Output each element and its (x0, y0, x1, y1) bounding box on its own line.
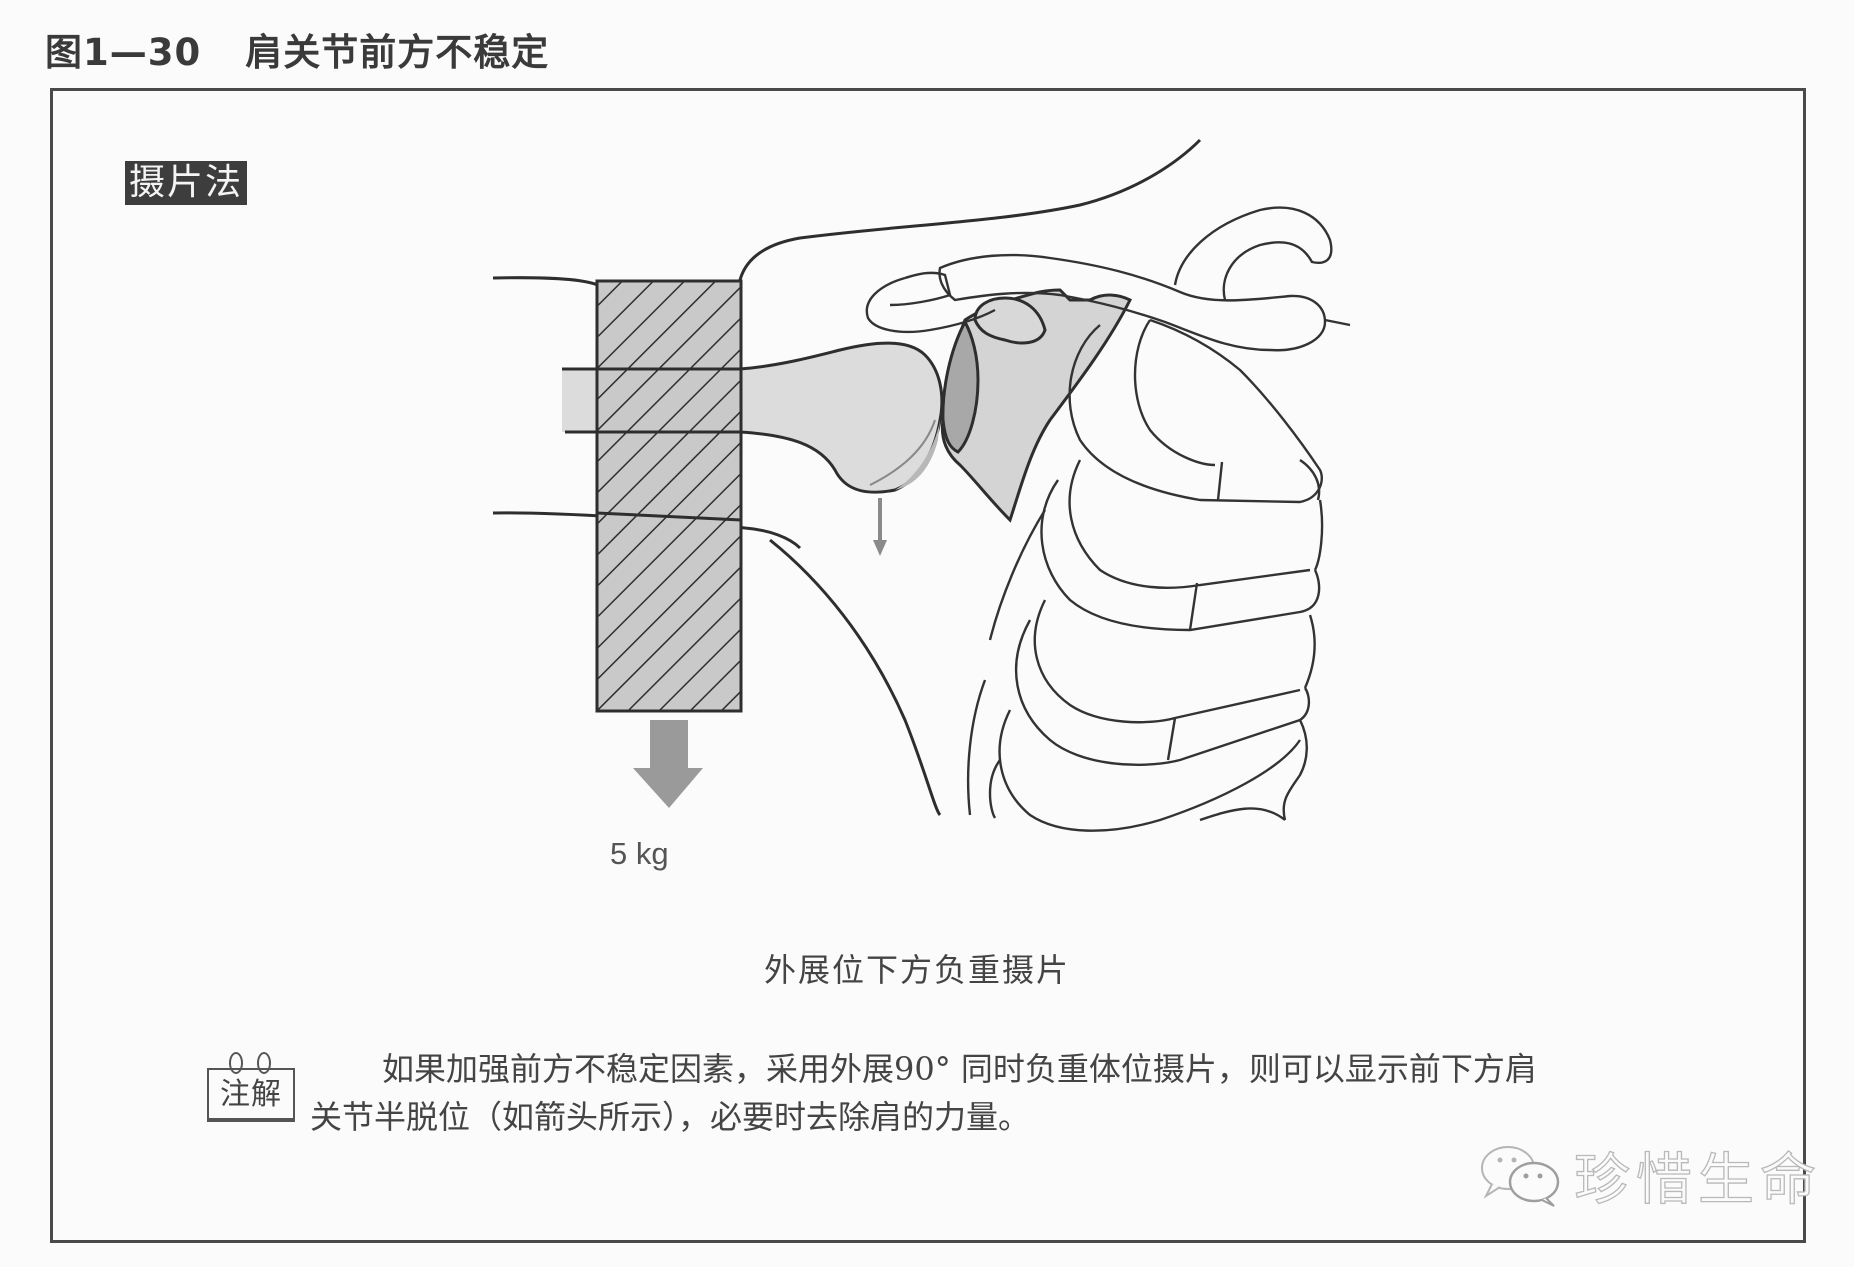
figure-number: 图1—30 (45, 31, 202, 74)
subluxation-arrow-icon (873, 498, 887, 556)
weight-block (595, 279, 743, 713)
note-label: 注解 (207, 1068, 295, 1122)
weight-label: 5 kg (610, 836, 669, 871)
rib-cage (966, 318, 1324, 832)
figure-title-text: 肩关节前方不稳定 (245, 31, 550, 74)
method-badge: 摄片法 (125, 161, 248, 205)
note-text: 如果加强前方不稳定因素，采用外展90° 同时负重体位摄片，则可以显示前下方肩 关… (310, 1045, 1660, 1141)
watermark-text: 珍惜生命 (1573, 1147, 1822, 1213)
figure-title: 图1—30 肩关节前方不稳定 (45, 22, 549, 76)
body-outline (492, 138, 1202, 817)
glenoid (941, 318, 980, 454)
note-line-2: 关节半脱位（如箭头所示），必要时去除肩的力量。 (310, 1098, 1031, 1136)
humerus-shaft-left (562, 370, 598, 432)
weight-arrow-icon (633, 720, 703, 808)
humerus-head (738, 341, 944, 494)
diagram-caption: 外展位下方负重摄片 (763, 951, 1070, 989)
note-icon: 注解 (207, 1050, 299, 1126)
coracoid (973, 296, 1047, 345)
note-line-1: 如果加强前方不稳定因素，采用外展90° 同时负重体位摄片，则可以显示前下方肩 (382, 1050, 1537, 1088)
figure-frame (50, 88, 1806, 1243)
watermark: 珍惜生命 (1478, 1135, 1822, 1215)
wechat-icon (1481, 1146, 1560, 1207)
